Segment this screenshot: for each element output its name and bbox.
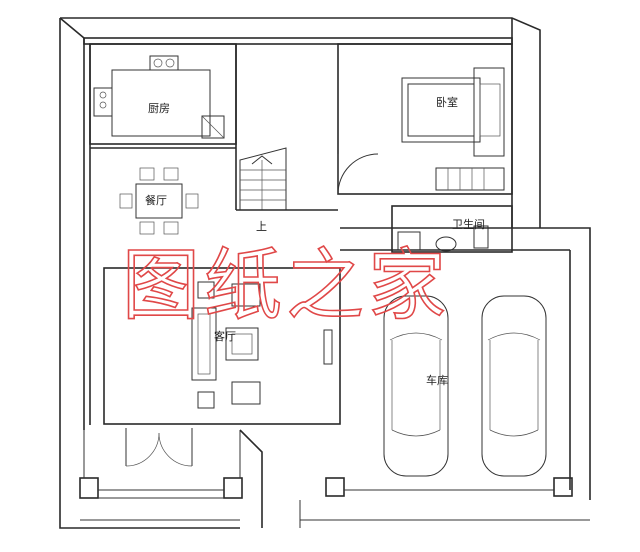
dining: 餐厅 [119, 167, 199, 235]
bedroom: 卧室 [337, 43, 513, 195]
kitchen: 厨房 [89, 43, 237, 145]
kitchen-label: 厨房 [148, 102, 170, 115]
outer-walls [59, 17, 541, 529]
stove-icon [93, 87, 113, 117]
sink-icon [149, 55, 179, 71]
stair-label: 上 [256, 220, 267, 233]
coffee-table-icon [225, 327, 259, 361]
dining-label: 餐厅 [145, 193, 167, 207]
stair-hall: 上 [235, 44, 287, 233]
stair-arrow-icon [251, 155, 273, 165]
dining-table-icon [135, 183, 183, 219]
car-icon [383, 295, 449, 477]
car-icon [481, 295, 547, 477]
tv-icon [323, 329, 333, 365]
bathroom-label: 卫生间 [452, 217, 485, 231]
garage: 车库 [239, 227, 591, 528]
wardrobe-icon [435, 167, 505, 191]
sofa-icon [191, 307, 217, 381]
living-label: 客厅 [214, 329, 236, 343]
bed-icon [401, 77, 481, 143]
watermark: 图纸之家 [122, 241, 450, 331]
garage-label: 车库 [426, 373, 448, 387]
living-room: 客厅 [90, 147, 341, 467]
bedroom-label: 卧室 [436, 95, 458, 109]
